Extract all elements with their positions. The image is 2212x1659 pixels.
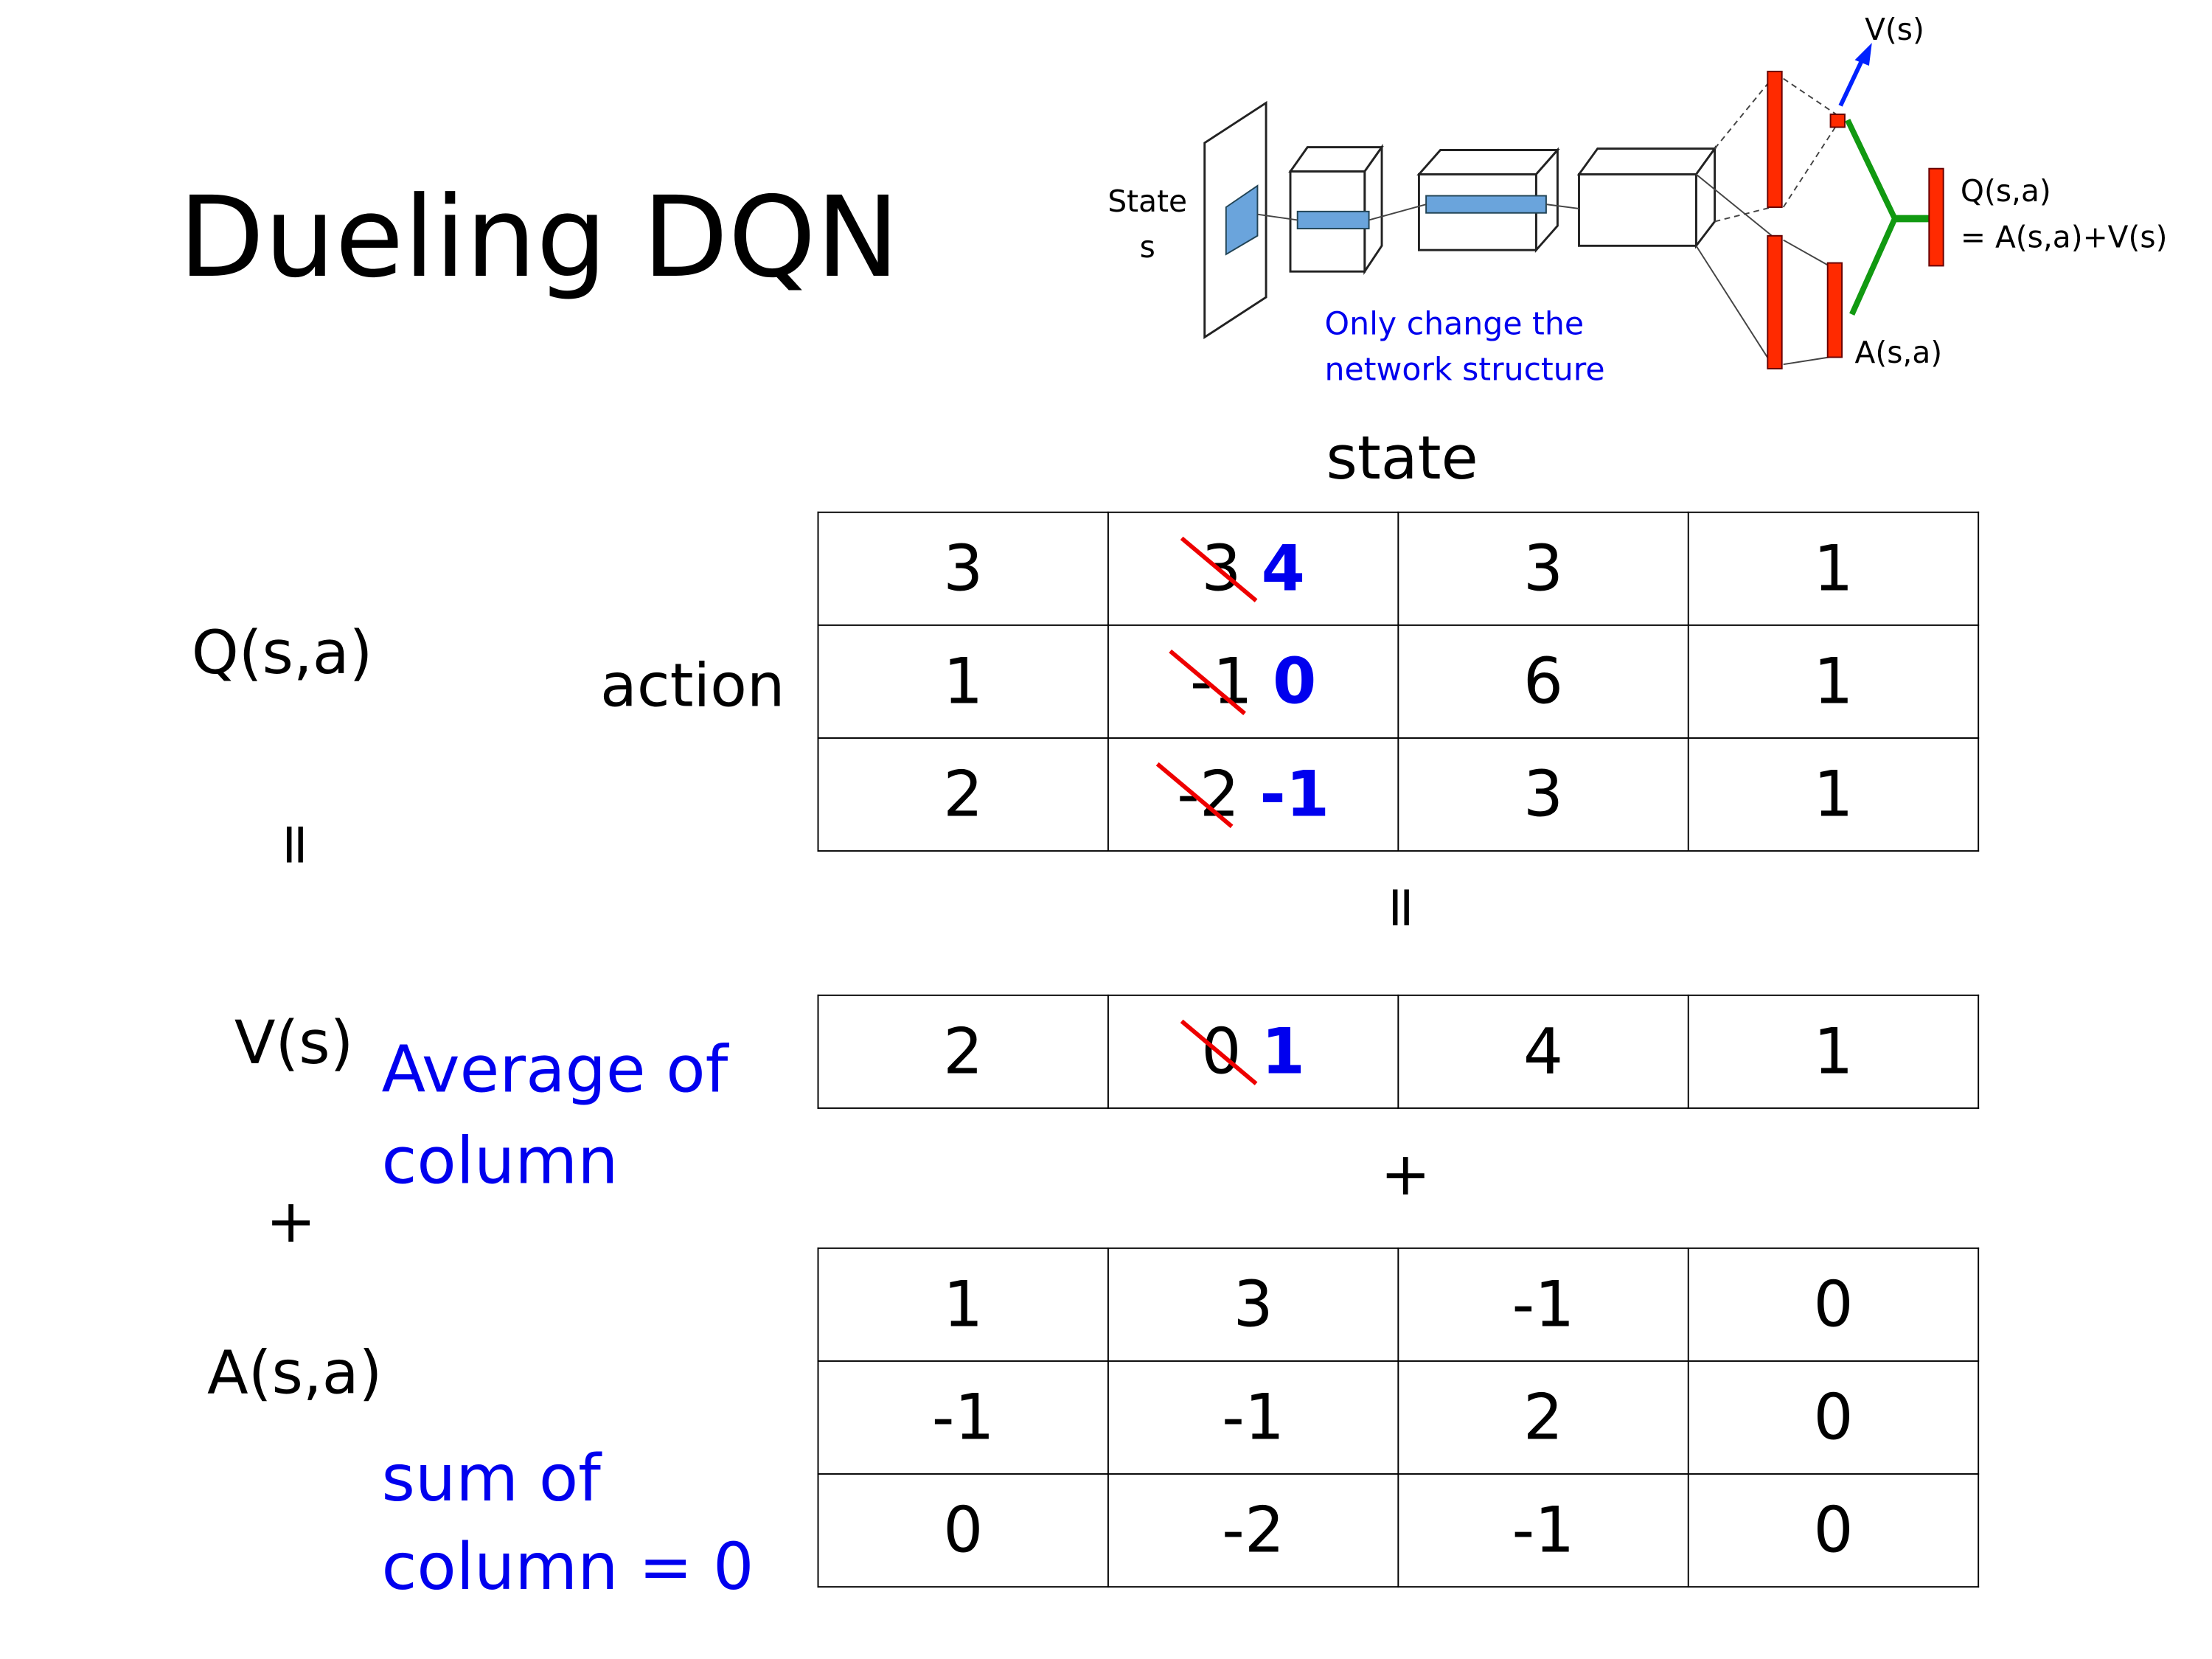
merge-lines (1845, 119, 1899, 316)
conv-filter-1 (1296, 210, 1370, 230)
diagram-q-formula: = A(s,a)+V(s) (1961, 219, 2168, 254)
q-label: Q(s,a) (191, 617, 373, 688)
struck-old-value: -1 (1189, 645, 1253, 718)
table-cell: 0 (1687, 1473, 1980, 1588)
table-cell: 1 (817, 1247, 1109, 1362)
table-cell: 3 (1397, 737, 1689, 852)
sum-note-2: column = 0 (381, 1528, 754, 1605)
table-cell: 1 (1687, 511, 1980, 626)
table-cell: 2 (817, 994, 1109, 1109)
equals-sign-left: = (262, 820, 329, 869)
table-cell: -1 (1397, 1473, 1689, 1588)
table-cell: 0 (1687, 1247, 1980, 1362)
value-arrow-head (1854, 43, 1872, 66)
diagram-note-1: Only change the (1325, 305, 1585, 342)
table-cell: -1 (1107, 1360, 1399, 1475)
advantage-output (1826, 262, 1843, 358)
table-cell: 2 (817, 737, 1109, 852)
table-cell: 6 (1397, 624, 1689, 739)
table-cell: 4 (1397, 994, 1689, 1109)
updated-value: 1 (1261, 1015, 1305, 1088)
input-filter (1225, 184, 1259, 256)
sum-note-1: sum of (381, 1440, 601, 1517)
table-cell: 3 (1107, 1247, 1399, 1362)
table-cell: -1 0 (1107, 624, 1399, 739)
table-cell: 1 (1687, 994, 1980, 1109)
conv-layer-1 (1288, 144, 1384, 276)
table-cell: 0 (817, 1473, 1109, 1588)
diagram-state-sub: s (1140, 229, 1155, 265)
table-cell: 3 (1397, 511, 1689, 626)
dueling-network-diagram: State s V(s) Q(s, (1107, 12, 2168, 389)
average-note-1: Average of (381, 1032, 728, 1107)
table-cell: 1 (1687, 624, 1980, 739)
advantage-stream-fc (1767, 234, 1783, 369)
average-note-2: column (381, 1123, 619, 1199)
table-cell: 3 (817, 511, 1109, 626)
table-cell: 1 (1687, 737, 1980, 852)
state-label: state (1326, 422, 1478, 493)
updated-value: -1 (1259, 758, 1330, 831)
updated-value: 0 (1273, 645, 1317, 718)
conv-filter-2 (1425, 195, 1547, 214)
a-label: A(s,a) (207, 1337, 383, 1408)
q-output (1928, 167, 1944, 267)
action-label: action (599, 650, 785, 720)
diagram-v-label: V(s) (1865, 12, 1924, 47)
table-cell: 1 (817, 624, 1109, 739)
table-cell: -1 (1397, 1247, 1689, 1362)
diagram-a-label: A(s,a) (1855, 335, 1943, 370)
table-cell: -2 (1107, 1473, 1399, 1588)
struck-old-value: -2 (1177, 758, 1240, 831)
equals-sign-center: = (1368, 883, 1435, 932)
table-cell: -2 -1 (1107, 737, 1399, 852)
diagram-q-label: Q(s,a) (1961, 173, 2051, 209)
plus-sign-left: + (265, 1186, 316, 1256)
struck-old-value: 0 (1201, 1015, 1242, 1088)
struck-old-value: 3 (1201, 532, 1242, 605)
diagram-note-2: network structure (1325, 352, 1605, 389)
value-arrow (1838, 53, 1867, 107)
table-cell: -1 (817, 1360, 1109, 1475)
diagram-state-label: State (1107, 184, 1187, 219)
slide-title: Dueling DQN (178, 174, 900, 303)
updated-value: 4 (1261, 532, 1305, 605)
v-label: V(s) (234, 1007, 354, 1078)
value-stream-fc (1767, 70, 1783, 208)
plus-sign-center: + (1380, 1138, 1431, 1209)
conv-layer-3 (1576, 145, 1717, 249)
table-cell: 0 (1687, 1360, 1980, 1475)
table-cell: 2 (1397, 1360, 1689, 1475)
value-output (1829, 114, 1846, 128)
